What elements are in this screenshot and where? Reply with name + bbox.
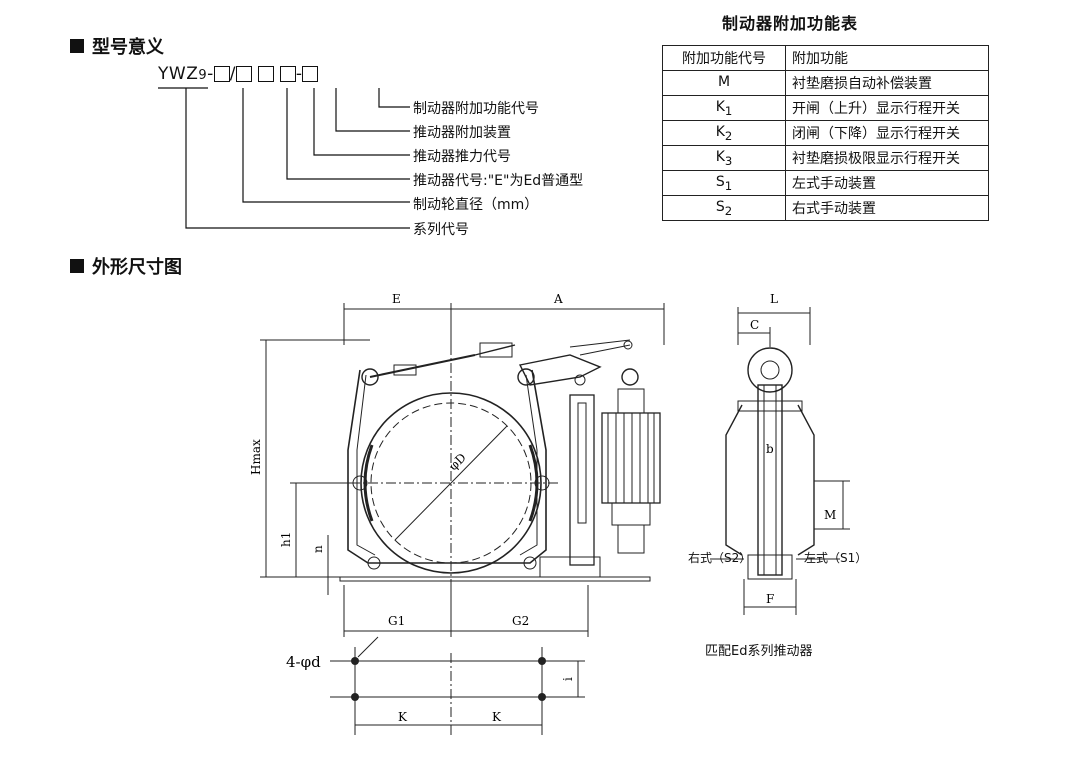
- dim-D: φD: [446, 450, 469, 473]
- model-prefix: YWZ: [158, 64, 199, 84]
- legend-function-code: 制动器附加功能代号: [413, 101, 539, 117]
- dim-C: C: [750, 318, 759, 332]
- function-table: 附加功能代号 附加功能 M 衬垫磨损自动补偿装置 K1 开闸（上升）显示行程开关…: [662, 45, 989, 221]
- dim-K-right: K: [492, 710, 502, 724]
- dim-i: i: [561, 677, 575, 681]
- section-square-icon: [70, 259, 84, 273]
- dim-F: F: [766, 592, 774, 606]
- function-table-header: 附加功能代号 附加功能: [662, 45, 989, 71]
- table-row: K1 开闸（上升）显示行程开关: [662, 95, 989, 121]
- dim-G2: G2: [512, 614, 529, 628]
- legend-series-code: 系列代号: [413, 222, 469, 238]
- model-leader-lines: [158, 87, 410, 229]
- model-prefix-sub: 9: [198, 68, 208, 83]
- dim-K-left: K: [398, 710, 408, 724]
- dimension-drawing: E A L C b M F Hmax h1 n G1 G2 φD 4-φd K …: [249, 292, 850, 735]
- header-function: 附加功能: [785, 45, 989, 71]
- drawing-section-title: 外形尺寸图: [70, 253, 182, 279]
- dim-M: M: [824, 508, 836, 522]
- model-box-diameter: [213, 66, 230, 82]
- table-row: S2 右式手动装置: [662, 195, 989, 221]
- table-row: M 衬垫磨损自动补偿装置: [662, 70, 989, 96]
- dim-E: E: [392, 292, 401, 306]
- table-row: K3 衬垫磨损极限显示行程开关: [662, 145, 989, 171]
- left-side-label: 左式（S1）: [804, 551, 868, 565]
- dim-d: 4-φd: [286, 653, 321, 671]
- right-side-label: 右式（S2）: [688, 551, 752, 565]
- model-box-function: [302, 66, 319, 82]
- section-square-icon: [70, 39, 84, 53]
- legend-pusher-code: 推动器代号:"E"为Ed普通型: [413, 173, 584, 189]
- table-row: K2 闭闸（下降）显示行程开关: [662, 120, 989, 146]
- dim-n: n: [311, 545, 325, 553]
- dim-G1: G1: [388, 614, 405, 628]
- legend-wheel-diameter: 制动轮直径（mm）: [413, 197, 539, 213]
- model-code: YWZ9-/ -: [158, 64, 319, 84]
- dim-Hmax: Hmax: [249, 439, 263, 475]
- table-row: S1 左式手动装置: [662, 170, 989, 196]
- function-table-title: 制动器附加功能表: [722, 14, 859, 33]
- model-section-title: 型号意义: [70, 33, 164, 59]
- header-code: 附加功能代号: [662, 45, 786, 71]
- legend-pusher-device: 推动器附加装置: [413, 125, 511, 141]
- dim-L: L: [770, 292, 778, 306]
- dim-b: b: [766, 442, 774, 456]
- legend-thrust-code: 推动器推力代号: [413, 149, 511, 165]
- drawing-caption: 匹配Ed系列推动器: [705, 644, 813, 659]
- dim-h1: h1: [279, 532, 293, 547]
- dim-A: A: [553, 292, 563, 306]
- model-box-device: [279, 66, 296, 82]
